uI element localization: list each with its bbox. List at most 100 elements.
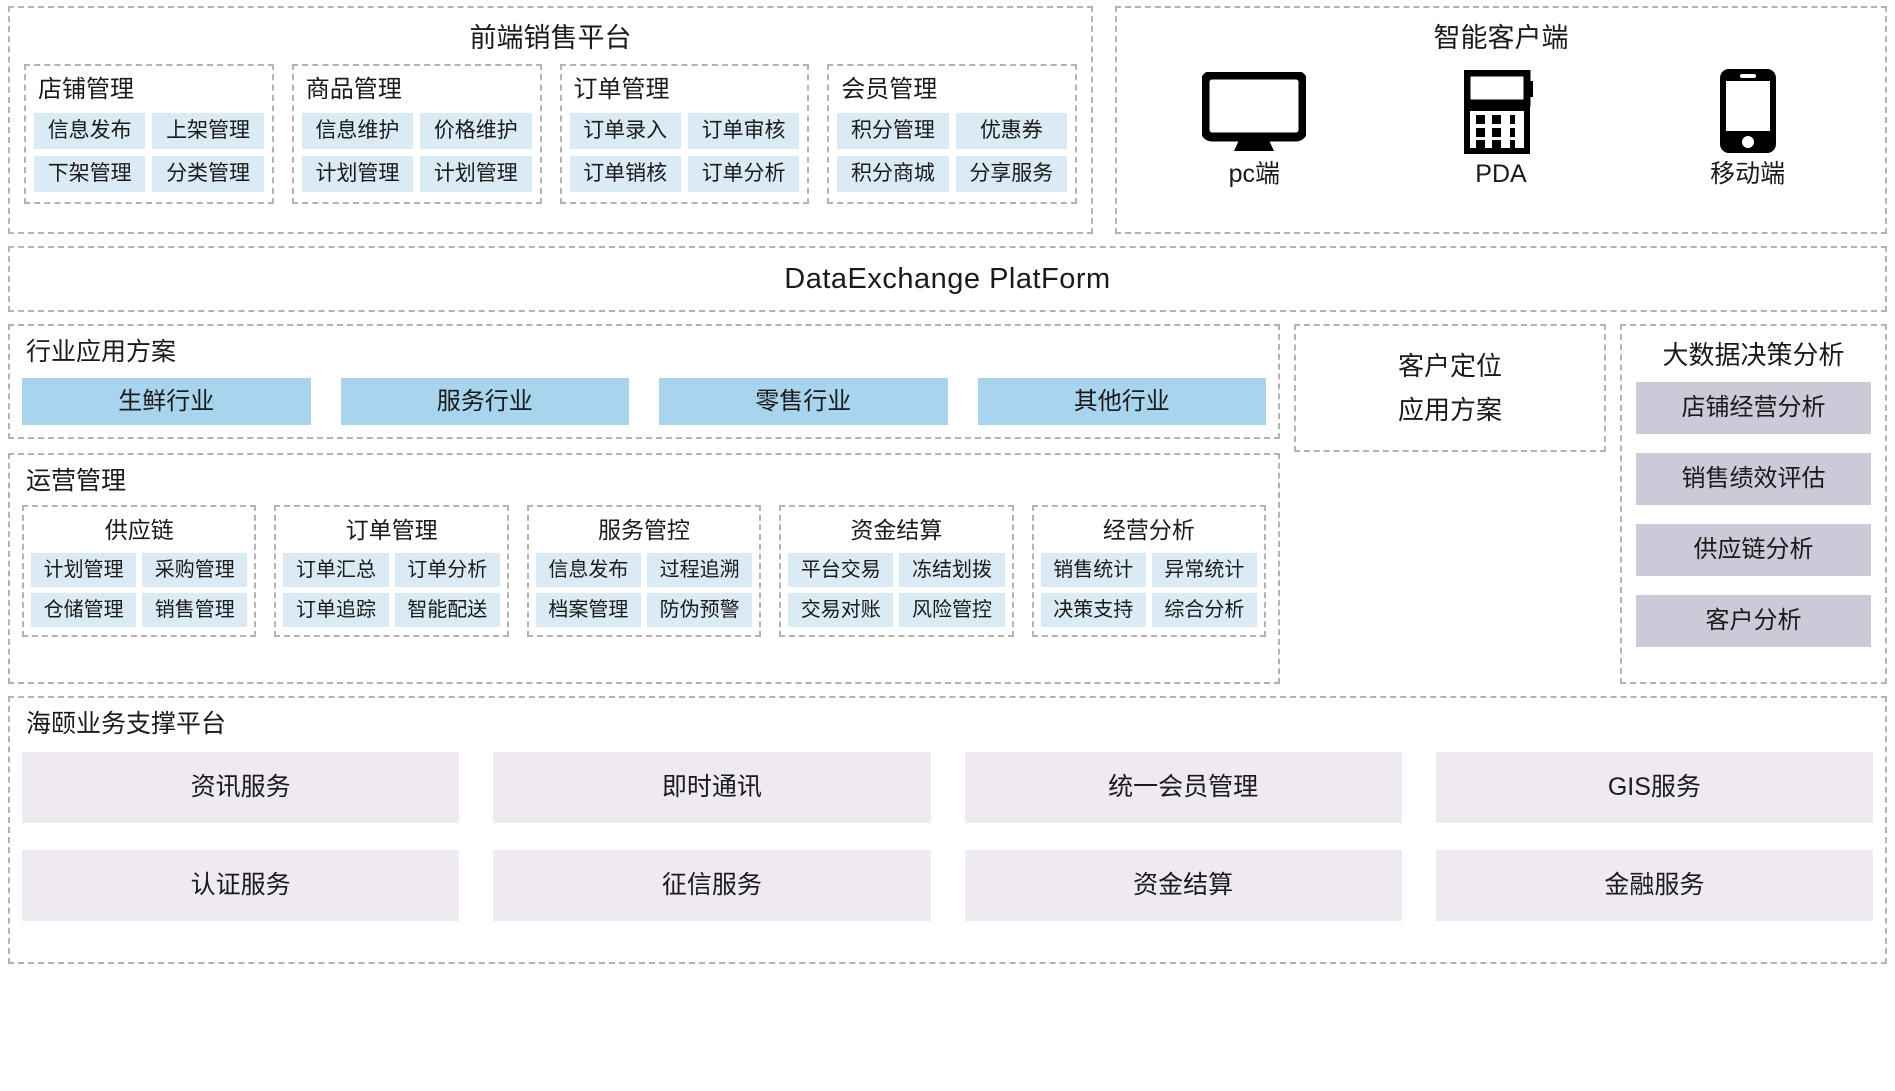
group-title: 订单管理 <box>573 76 670 103</box>
ops-chip-item[interactable]: 过程追溯 <box>647 553 753 587</box>
chip-item[interactable]: 订单分析 <box>687 156 800 192</box>
monitor-icon <box>1169 68 1339 154</box>
support-item[interactable]: 认证服务 <box>22 850 460 921</box>
support-platform-grid: 资讯服务 即时通讯 统一会员管理 GIS服务 认证服务 征信服务 资金结算 金融… <box>22 752 1873 921</box>
ops-chip-item[interactable]: 交易对账 <box>788 593 894 627</box>
ops-chip-item[interactable]: 订单汇总 <box>283 553 389 587</box>
ops-chip-item[interactable]: 智能配送 <box>394 593 500 627</box>
group-title: 会员管理 <box>841 76 938 103</box>
device-list: pc端 <box>1131 68 1871 194</box>
ops-chip-item[interactable]: 冻结划拨 <box>899 553 1005 587</box>
ops-chip-item[interactable]: 综合分析 <box>1151 593 1258 627</box>
ops-chip-grid: 销售统计 异常统计 决策支持 综合分析 <box>1040 553 1258 627</box>
front-sales-platform-panel: 前端销售平台 店铺管理 信息发布 上架管理 下架管理 分类管理 商品管理 信息维… <box>8 6 1093 234</box>
group-order-management: 订单管理 订单录入 订单审核 订单销核 订单分析 <box>559 64 810 204</box>
device-pc[interactable]: pc端 <box>1169 68 1339 194</box>
ops-chip-grid: 平台交易 冻结划拨 交易对账 风险管控 <box>788 553 1005 627</box>
customer-position-line-2: 应用方案 <box>1397 395 1502 425</box>
chip-item[interactable]: 订单审核 <box>687 113 800 149</box>
bigdata-item[interactable]: 销售绩效评估 <box>1636 453 1871 505</box>
ops-chip-item[interactable]: 风险管控 <box>899 593 1005 627</box>
group-title: 店铺管理 <box>38 76 134 103</box>
chip-item[interactable]: 积分商城 <box>837 156 949 192</box>
support-item[interactable]: 征信服务 <box>493 850 931 921</box>
ops-chip-grid: 信息发布 过程追溯 档案管理 防伪预警 <box>535 553 753 627</box>
industry-bar[interactable]: 服务行业 <box>340 378 629 425</box>
ops-chip-item[interactable]: 决策支持 <box>1040 593 1146 627</box>
industry-bar[interactable]: 零售行业 <box>659 378 948 425</box>
support-platform-title: 海颐业务支撑平台 <box>26 710 227 738</box>
chip-item[interactable]: 积分管理 <box>837 113 949 149</box>
support-item[interactable]: 资金结算 <box>964 850 1402 921</box>
ops-group-fund-settlement: 资金结算 平台交易 冻结划拨 交易对账 风险管控 <box>779 505 1014 637</box>
group-store-management: 店铺管理 信息发布 上架管理 下架管理 分类管理 <box>24 64 274 204</box>
front-platform-groups: 店铺管理 信息发布 上架管理 下架管理 分类管理 商品管理 信息维护 价格维护 … <box>24 64 1077 204</box>
bigdata-item[interactable]: 供应链分析 <box>1636 524 1871 576</box>
data-exchange-platform-band: DataExchange PlatForm <box>8 246 1887 312</box>
ops-chip-item[interactable]: 销售管理 <box>142 593 248 627</box>
group-title: 商品管理 <box>305 76 402 103</box>
operations-management-title: 运营管理 <box>26 467 127 495</box>
smart-client-title: 智能客户端 <box>1433 23 1569 53</box>
industry-bar[interactable]: 生鲜行业 <box>22 378 311 425</box>
front-sales-platform-title: 前端销售平台 <box>469 23 632 53</box>
bigdata-item-list: 店铺经营分析 销售绩效评估 供应链分析 客户分析 <box>1636 382 1871 647</box>
bigdata-analysis-panel: 大数据决策分析 店铺经营分析 销售绩效评估 供应链分析 客户分析 <box>1620 324 1887 684</box>
support-item[interactable]: GIS服务 <box>1435 752 1873 823</box>
chip-item[interactable]: 信息发布 <box>34 113 146 149</box>
chip-item[interactable]: 订单销核 <box>569 156 681 192</box>
support-item[interactable]: 金融服务 <box>1435 850 1873 921</box>
bigdata-item[interactable]: 店铺经营分析 <box>1636 382 1871 434</box>
ops-chip-grid: 计划管理 采购管理 仓储管理 销售管理 <box>31 553 248 627</box>
top-row: 前端销售平台 店铺管理 信息发布 上架管理 下架管理 分类管理 商品管理 信息维… <box>8 6 1887 234</box>
ops-chip-item[interactable]: 仓储管理 <box>31 593 137 627</box>
support-item[interactable]: 即时通讯 <box>493 752 931 823</box>
industry-bar-list: 生鲜行业 服务行业 零售行业 其他行业 <box>22 378 1266 425</box>
chip-item[interactable]: 计划管理 <box>420 156 532 192</box>
ops-chip-item[interactable]: 订单追踪 <box>283 593 389 627</box>
pda-icon <box>1416 68 1586 154</box>
chip-item[interactable]: 下架管理 <box>34 156 146 192</box>
industry-solutions-title: 行业应用方案 <box>26 338 177 366</box>
chip-item[interactable]: 计划管理 <box>301 156 414 192</box>
middle-row: 行业应用方案 生鲜行业 服务行业 零售行业 其他行业 运营管理 供应链 计划管理… <box>8 324 1887 684</box>
chip-grid: 信息维护 价格维护 计划管理 计划管理 <box>301 113 532 192</box>
operations-management-panel: 运营管理 供应链 计划管理 采购管理 仓储管理 销售管理 订单管理 <box>8 453 1280 684</box>
device-pda[interactable]: PDA <box>1416 68 1586 194</box>
ops-chip-item[interactable]: 销售统计 <box>1040 553 1146 587</box>
ops-group-service-control: 服务管控 信息发布 过程追溯 档案管理 防伪预警 <box>526 505 762 637</box>
group-product-management: 商品管理 信息维护 价格维护 计划管理 计划管理 <box>291 64 542 204</box>
chip-item[interactable]: 分类管理 <box>152 156 264 192</box>
ops-group-business-analysis: 经营分析 销售统计 异常统计 决策支持 综合分析 <box>1031 505 1267 637</box>
ops-group-title: 服务管控 <box>598 517 691 543</box>
ops-chip-item[interactable]: 档案管理 <box>535 593 642 627</box>
ops-group-title: 供应链 <box>104 517 174 543</box>
chip-item[interactable]: 订单录入 <box>569 113 681 149</box>
customer-position-column: 客户定位 应用方案 <box>1294 324 1606 684</box>
ops-chip-item[interactable]: 信息发布 <box>535 553 642 587</box>
ops-chip-item[interactable]: 订单分析 <box>394 553 500 587</box>
chip-item[interactable]: 分享服务 <box>955 156 1067 192</box>
support-item[interactable]: 统一会员管理 <box>964 752 1402 823</box>
chip-item[interactable]: 信息维护 <box>301 113 414 149</box>
ops-chip-item[interactable]: 计划管理 <box>31 553 137 587</box>
support-item[interactable]: 资讯服务 <box>22 752 460 823</box>
chip-item[interactable]: 上架管理 <box>152 113 264 149</box>
industry-bar[interactable]: 其他行业 <box>977 378 1266 425</box>
chip-item[interactable]: 优惠券 <box>955 113 1067 149</box>
ops-chip-item[interactable]: 采购管理 <box>142 553 248 587</box>
ops-chip-item[interactable]: 防伪预警 <box>647 593 753 627</box>
industry-solutions-panel: 行业应用方案 生鲜行业 服务行业 零售行业 其他行业 <box>8 324 1280 439</box>
chip-grid: 信息发布 上架管理 下架管理 分类管理 <box>34 113 264 192</box>
ops-chip-item[interactable]: 异常统计 <box>1151 553 1258 587</box>
ops-chip-item[interactable]: 平台交易 <box>788 553 894 587</box>
chip-item[interactable]: 价格维护 <box>420 113 532 149</box>
bigdata-item[interactable]: 客户分析 <box>1636 595 1871 647</box>
ops-chip-grid: 订单汇总 订单分析 订单追踪 智能配送 <box>283 553 500 627</box>
ops-group-order-management: 订单管理 订单汇总 订单分析 订单追踪 智能配送 <box>274 505 509 637</box>
operations-groups: 供应链 计划管理 采购管理 仓储管理 销售管理 订单管理 订单汇总 订单分析 <box>22 505 1267 637</box>
mobile-icon <box>1663 68 1833 154</box>
device-mobile[interactable]: 移动端 <box>1663 68 1833 194</box>
bigdata-analysis-title: 大数据决策分析 <box>1662 340 1845 370</box>
